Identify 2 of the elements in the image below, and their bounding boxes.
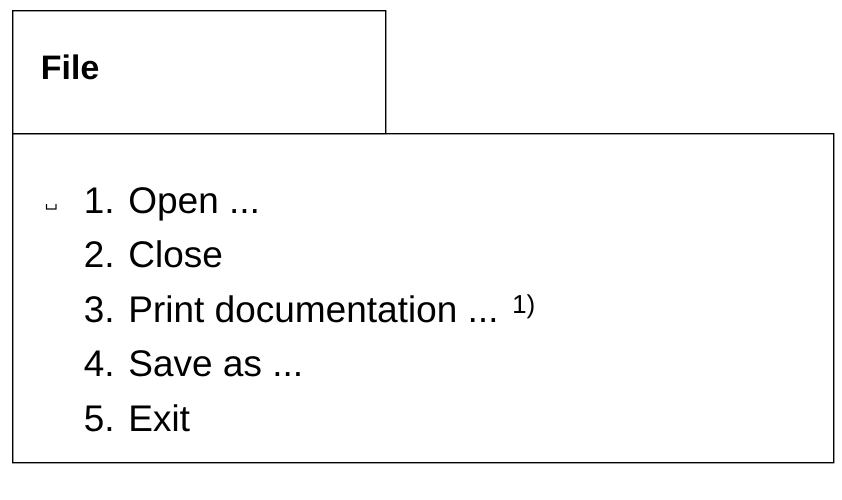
menu-panel: 1. Open ... 2. Close 3. Print documentation ... $^{1)}$ 4. Save as ... 5. Exit xyxy=(12,133,834,464)
menu-tab: File xyxy=(12,10,386,134)
